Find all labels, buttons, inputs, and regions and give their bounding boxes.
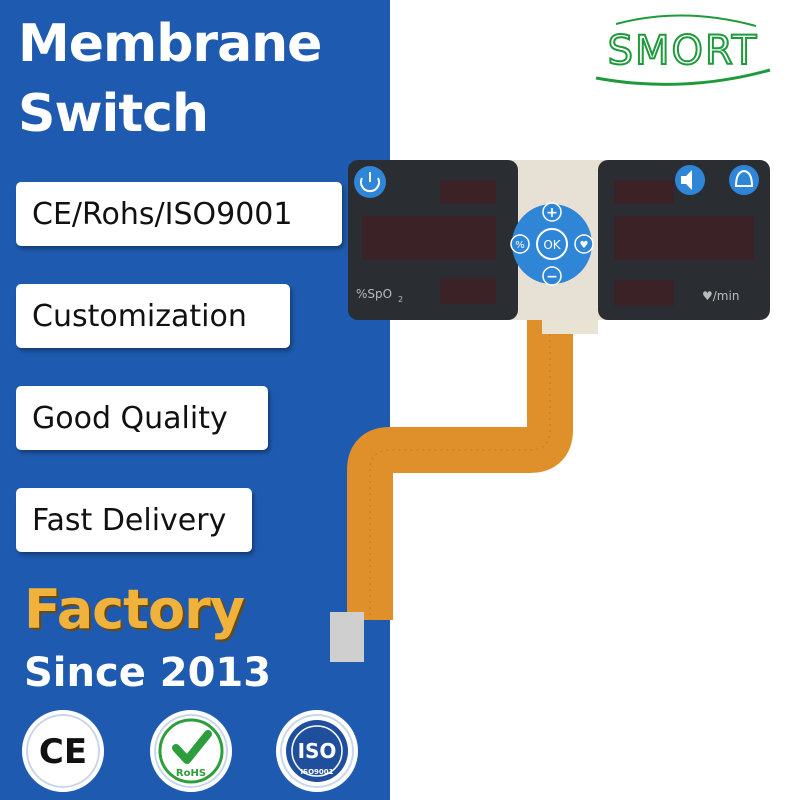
brand-logo: SMORT: [576, 8, 790, 92]
iso-globe-icon: ISO ISO9001: [286, 720, 348, 782]
flex-cable: [347, 310, 573, 620]
plus-button[interactable]: [542, 202, 562, 222]
cable-connector: [330, 612, 364, 662]
bell-icon: [734, 169, 754, 187]
minus-label: −: [546, 269, 558, 285]
pulse-label: ♥/min: [702, 289, 739, 303]
alarm-button[interactable]: [729, 165, 759, 195]
feature-label: CE/Rohs/ISO9001: [32, 196, 293, 232]
ce-mark-icon: CE: [39, 732, 87, 772]
percent-label: %: [515, 240, 525, 251]
smort-logo-icon: SMORT: [595, 14, 771, 86]
membrane-switch-product: %SpO 2 ♥/min OK + − % ♥: [330, 150, 790, 670]
plus-label: +: [546, 205, 558, 221]
feature-customization: Customization: [16, 284, 290, 348]
feature-label: Customization: [32, 298, 247, 334]
feature-delivery: Fast Delivery: [16, 488, 252, 552]
spo2-label: %SpO: [356, 287, 392, 301]
feature-label: Fast Delivery: [32, 502, 227, 538]
factory-title: Factory: [24, 578, 245, 641]
display-window-right-top: [614, 180, 674, 204]
minus-button[interactable]: [542, 266, 562, 286]
display-window-left-bottom: [440, 278, 496, 304]
headline-line-2: Switch: [18, 84, 209, 144]
spo2-subscript: 2: [398, 295, 403, 304]
rohs-check-icon: RoHS: [158, 718, 224, 784]
display-window-left-top: [440, 180, 496, 204]
iso-text: ISO: [298, 739, 337, 763]
logo-text: SMORT: [608, 28, 759, 74]
iso-badge: ISO ISO9001: [276, 710, 358, 792]
headline-line-1: Membrane: [18, 14, 322, 74]
feature-label: Good Quality: [32, 400, 228, 436]
pulse-unit: /min: [713, 289, 740, 303]
left-info-panel: Membrane Switch CE/Rohs/ISO9001 Customiz…: [0, 0, 390, 800]
flex-cable-traces: [369, 310, 551, 620]
percent-button[interactable]: [510, 234, 530, 254]
iso-sub-text: ISO9001: [300, 768, 333, 776]
speaker-mute-icon: [681, 170, 692, 190]
display-window-left-main: [362, 216, 496, 260]
ok-label: OK: [543, 238, 561, 252]
heart-icon: ♥: [580, 240, 589, 251]
product-illustration: %SpO 2 ♥/min OK + − % ♥: [330, 160, 770, 662]
feature-quality: Good Quality: [16, 386, 268, 450]
feature-certification: CE/Rohs/ISO9001: [16, 182, 342, 246]
display-window-right-bottom: [614, 280, 674, 306]
ok-button[interactable]: [536, 228, 568, 260]
power-icon: [360, 177, 380, 193]
ce-mark-text: CE: [39, 732, 87, 772]
heart-button[interactable]: [574, 234, 594, 254]
ce-badge: CE: [22, 710, 104, 792]
since-year: Since 2013: [24, 650, 272, 696]
rohs-badge: RoHS: [150, 710, 232, 792]
rohs-text: RoHS: [176, 768, 206, 779]
display-window-right-main: [614, 216, 754, 260]
